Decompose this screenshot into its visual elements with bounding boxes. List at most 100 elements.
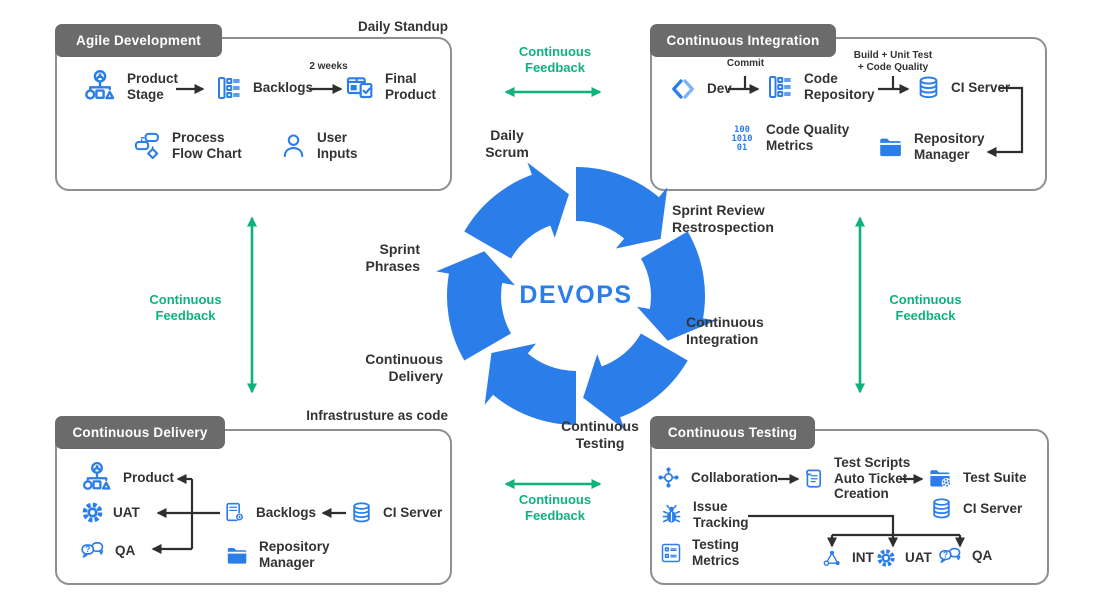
chat-bubbles-icon (79, 537, 106, 564)
uat-label: UAT (113, 504, 140, 520)
uat-item: UAT (81, 501, 140, 524)
bug-icon (659, 502, 684, 527)
folder-icon (224, 542, 250, 568)
product-stage-item: Product Stage (82, 69, 178, 105)
continuous-testing-tab: Continuous Testing (650, 416, 815, 449)
user-inputs-label: User Inputs (317, 130, 358, 161)
qa-label: QA (115, 542, 136, 558)
test-scripts-label: Test Scripts Auto Ticket Creation (834, 455, 911, 502)
chat-bubbles-icon (937, 543, 963, 569)
test-scripts-item: Test Scripts Auto Ticket Creation (800, 455, 910, 502)
repository-manager-item: Repository Manager (876, 131, 985, 162)
feedback-label-bottom: Continuous Feedback (518, 492, 592, 524)
continuous-testing-box (650, 429, 1049, 585)
testing-ci-server-label: CI Server (963, 500, 1023, 516)
continuous-integration-label: Continuous Integration (686, 314, 764, 347)
testing-qa-label: QA (972, 548, 993, 564)
ci-server-item: CI Server (915, 74, 1010, 101)
collaboration-label: Collaboration (691, 469, 778, 485)
gear-icon (876, 548, 896, 568)
code-repository-item: Code Repository (765, 71, 875, 102)
sprint-phrases-label: Sprint Phrases (365, 241, 420, 274)
agile-development-title: Agile Development (76, 33, 201, 48)
database-icon (929, 496, 954, 521)
binary-code-icon (727, 123, 757, 153)
process-flow-chart-item: Process Flow Chart (132, 130, 242, 161)
database-icon (349, 500, 374, 525)
code-quality-metrics-item: Code Quality Metrics (727, 122, 849, 153)
dev-label: Dev (707, 81, 732, 97)
product-stage-label: Product Stage (127, 71, 179, 102)
testing-uat-label: UAT (905, 550, 932, 566)
gear-icon (81, 501, 104, 524)
delivery-backlogs-item: Backlogs (222, 500, 316, 525)
feedback-label-right: Continuous Feedback (889, 292, 962, 324)
backlog-list-icon (214, 73, 244, 103)
test-suite-item: Test Suite (927, 464, 1027, 491)
dev-item: Dev (668, 74, 732, 104)
qa-item: QA (79, 537, 135, 564)
folder-gear-icon (927, 464, 954, 491)
backlogs-item: Backlogs (214, 73, 313, 103)
backlogs-label: Backlogs (253, 80, 314, 96)
org-chart-icon (80, 461, 114, 495)
daily-scrum-label: Daily Scrum (485, 127, 529, 160)
code-quality-metrics-label: Code Quality Metrics (766, 122, 850, 153)
org-chart-icon (82, 69, 118, 105)
folder-icon (876, 132, 905, 161)
collaboration-icon (655, 464, 682, 491)
code-brackets-icon (668, 74, 698, 104)
commit-label: Commit (726, 58, 765, 69)
final-product-item: Final Product (344, 71, 436, 103)
testing-qa-item: QA (937, 543, 992, 569)
delivery-backlogs-label: Backlogs (256, 504, 317, 520)
process-flow-chart-label: Process Flow Chart (172, 130, 242, 161)
testing-uat-item: UAT (876, 548, 932, 568)
continuous-delivery-title: Continuous Delivery (72, 425, 208, 440)
document-gear-icon (222, 500, 247, 525)
scroll-document-icon (800, 466, 825, 491)
testing-ci-server-item: CI Server (929, 496, 1022, 521)
ci-server-label: CI Server (951, 79, 1011, 95)
delivery-ci-server-item: CI Server (349, 500, 442, 525)
final-product-icon (344, 71, 376, 103)
repository-manager-label: Repository Manager (914, 131, 985, 162)
flow-chart-icon (132, 130, 163, 161)
sprint-review-label: Sprint Review Restrospection (672, 202, 774, 235)
feedback-label-left: Continuous Feedback (149, 292, 222, 324)
user-inputs-item: User Inputs (279, 130, 358, 161)
continuous-testing-title: Continuous Testing (667, 425, 798, 440)
continuous-integration-tab: Continuous Integration (650, 24, 836, 57)
int-item: INT (821, 547, 874, 569)
two-weeks-label: 2 weeks (309, 61, 348, 72)
test-suite-label: Test Suite (963, 469, 1027, 485)
code-repository-label: Code Repository (804, 71, 875, 102)
continuous-delivery-tab: Continuous Delivery (55, 416, 225, 449)
int-label: INT (852, 550, 874, 566)
daily-standup-tag: Daily Standup (357, 19, 448, 34)
metrics-list-icon (659, 541, 683, 565)
continuous-integration-box (650, 37, 1047, 191)
repository-list-icon (765, 72, 795, 102)
infrastructure-as-code-tag: Infrastrusture as code (306, 408, 448, 423)
database-icon (915, 74, 942, 101)
user-icon (279, 131, 308, 160)
collaboration-item: Collaboration (655, 464, 778, 491)
product-label: Product (123, 470, 175, 486)
continuous-delivery-box (55, 429, 452, 585)
testing-metrics-label: Testing Metrics (692, 537, 740, 568)
issue-tracking-item: Issue Tracking (659, 499, 749, 530)
agile-development-tab: Agile Development (55, 24, 222, 57)
devops-title: DEVOPS (519, 281, 633, 309)
delivery-ci-server-label: CI Server (383, 504, 443, 520)
issue-tracking-label: Issue Tracking (693, 499, 749, 530)
final-product-label: Final Product (385, 71, 437, 102)
agile-development-box (55, 37, 452, 191)
network-icon (821, 547, 843, 569)
continuous-integration-title: Continuous Integration (666, 33, 820, 48)
feedback-label-top: Continuous Feedback (518, 44, 592, 76)
delivery-repository-manager-label: Repository Manager (259, 539, 330, 570)
product-item: Product (80, 461, 174, 495)
delivery-repository-manager-item: Repository Manager (224, 539, 330, 570)
